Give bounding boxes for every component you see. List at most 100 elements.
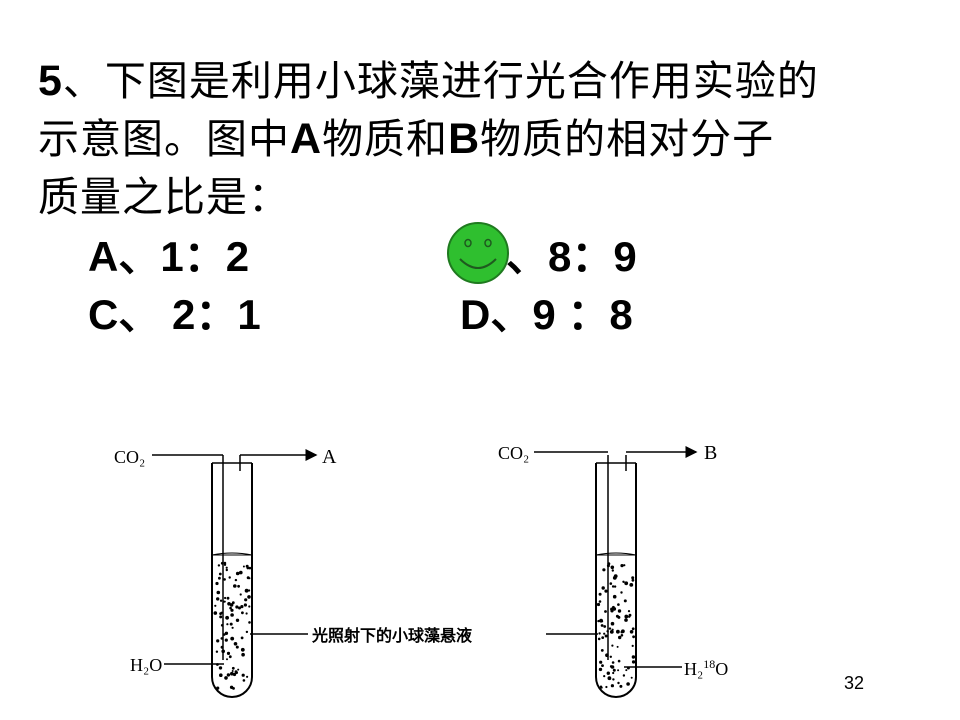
left-co2-label: CO₂ [114, 447, 145, 467]
algae-dot [620, 634, 624, 637]
algae-dot [611, 569, 614, 572]
algae-dot [220, 645, 224, 649]
algae-dot [242, 679, 246, 682]
algae-dot [219, 599, 223, 602]
algae-dot [230, 636, 235, 641]
algae-dot [240, 605, 244, 609]
algae-dot [601, 620, 604, 623]
algae-dot [599, 660, 603, 664]
algae-dot [618, 635, 622, 640]
algae-dot [222, 633, 226, 636]
algae-dot [620, 564, 624, 568]
algae-dot [625, 669, 628, 672]
algae-dot [622, 674, 626, 677]
algae-dot [224, 638, 228, 642]
algae-dot [623, 564, 626, 567]
algae-dot [230, 671, 234, 676]
algae-dot [622, 580, 625, 583]
algae-dot [245, 612, 248, 615]
algae-dot [248, 589, 251, 592]
algae-dot [612, 678, 615, 681]
algae-dot [219, 615, 223, 619]
algae-dot [218, 666, 223, 670]
option-d[interactable]: D、9 ：8 [460, 291, 633, 338]
algae-dot [600, 649, 604, 652]
algae-dot [612, 671, 615, 675]
algae-dot [220, 624, 224, 627]
algae-dot [626, 682, 630, 686]
algae-dot [232, 672, 237, 677]
algae-dot [248, 605, 251, 608]
algae-dot [230, 608, 234, 612]
algae-dot [611, 661, 615, 664]
algae-dot [246, 576, 250, 580]
algae-dot [617, 659, 621, 663]
algae-dot [632, 635, 635, 639]
suspension-label: 光照射下的小球藻悬液 [311, 626, 473, 645]
algae-dot [610, 565, 615, 570]
algae-dot [226, 596, 230, 600]
algae-dot [611, 585, 615, 588]
algae-dot [601, 636, 605, 639]
algae-dot [598, 632, 601, 635]
algae-dot [226, 658, 228, 661]
algae-dot [617, 681, 620, 685]
experiment-diagram: CO₂ A H₂O CO₂ B H₂18O 光照射下的小球藻悬液 [114, 442, 728, 698]
algae-dot [218, 576, 221, 580]
algae-dot [603, 632, 606, 635]
algae-dot [598, 592, 602, 596]
algae-dot [613, 585, 617, 588]
algae-dot [233, 584, 237, 588]
algae-dot [610, 684, 614, 688]
algae-dot [217, 564, 221, 567]
algae-dot [235, 571, 240, 576]
algae-dot [235, 671, 239, 674]
question-line-2: 示意图。图中A物质和B物质的相对分子 [38, 115, 775, 163]
algae-dot [621, 629, 625, 634]
algae-dot [220, 637, 224, 640]
algae-dot [609, 655, 612, 658]
algae-dot [598, 667, 603, 672]
algae-dot [597, 619, 600, 623]
algae-dot [603, 675, 606, 678]
right-output-label: B [704, 442, 717, 464]
algae-dot [244, 598, 248, 602]
algae-dot [234, 578, 238, 582]
algae-dot [612, 576, 617, 580]
algae-dot [216, 639, 220, 643]
algae-dot [616, 629, 620, 634]
algae-dot [243, 603, 247, 607]
algae-dot [604, 589, 608, 593]
algae-dot [241, 611, 244, 615]
option-b[interactable]: 、8：9 [506, 233, 637, 280]
algae-dot [612, 668, 616, 672]
option-c[interactable]: C、 2：1 [88, 291, 261, 338]
algae-dot [227, 602, 231, 606]
smiley-face-icon[interactable] [446, 221, 510, 285]
algae-dot [235, 618, 240, 622]
algae-dot [624, 618, 628, 622]
algae-dot [606, 630, 609, 633]
algae-dot [612, 607, 617, 611]
algae-dot [601, 586, 605, 590]
algae-dot [224, 631, 229, 635]
left-test-tube [211, 455, 253, 698]
algae-dot [600, 624, 604, 627]
algae-dot [214, 604, 217, 607]
algae-dot [224, 596, 227, 600]
algae-dot [221, 649, 225, 654]
algae-dot [235, 645, 239, 649]
left-output-label: A [322, 446, 337, 468]
algae-dot [624, 614, 629, 619]
algae-dot [233, 642, 238, 646]
algae-dot [245, 564, 249, 568]
algae-dot [616, 645, 619, 648]
algae-dot [228, 655, 232, 659]
option-a[interactable]: A、1：2 [88, 233, 250, 280]
algae-dot [609, 665, 613, 668]
algae-dot [215, 581, 219, 586]
algae-dot [231, 666, 235, 670]
right-co2-label: CO₂ [498, 443, 529, 463]
algae-dot [607, 676, 612, 681]
algae-dot [604, 634, 608, 638]
